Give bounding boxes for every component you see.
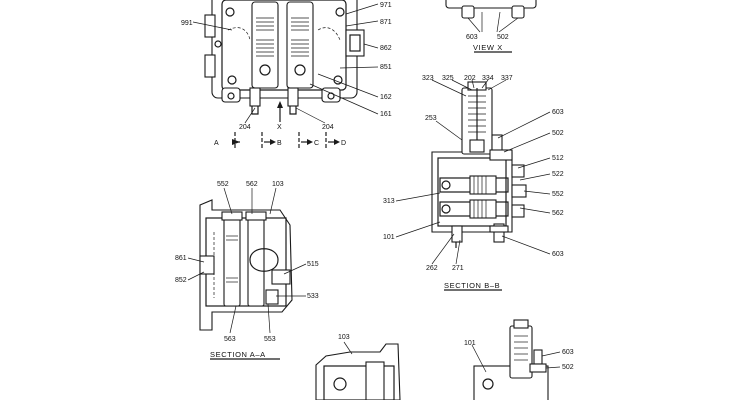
label-section-a: A [214, 140, 219, 147]
bb-label-253: 253 [425, 115, 437, 122]
label-161: 161 [380, 111, 392, 118]
section-markers [232, 132, 340, 150]
label-x: X [277, 124, 282, 131]
bb-label-562: 562 [552, 210, 564, 217]
aa-label-552: 552 [217, 181, 229, 188]
label-862: 862 [380, 45, 392, 52]
aa-label-103: 103 [272, 181, 284, 188]
bottom-label-603: 603 [562, 349, 574, 356]
bb-label-313: 313 [383, 198, 395, 205]
bb-label-271: 271 [452, 265, 464, 272]
label-section-b: B [277, 140, 282, 147]
label-991: 991 [181, 20, 193, 27]
bb-label-101: 101 [383, 234, 395, 241]
label-871: 871 [380, 19, 392, 26]
bottom-label-103: 103 [338, 334, 350, 341]
view-x [445, 0, 537, 53]
connector-204-left [249, 87, 261, 107]
bottom-lug-left [221, 87, 241, 103]
caption-section-aa: SECTION A–A [210, 350, 266, 359]
aa-label-852: 852 [175, 277, 187, 284]
bottom-label-101: 101 [464, 340, 476, 347]
bottom-label-502: 502 [562, 364, 574, 371]
caption-section-bb: SECTION B–B [444, 281, 500, 290]
bottom-lug-right [321, 87, 341, 103]
viewx-label-502: 502 [497, 34, 509, 41]
bb-label-323: 323 [422, 75, 434, 82]
label-204-left: 204 [239, 124, 251, 131]
label-851: 851 [380, 64, 392, 71]
aa-label-562: 562 [246, 181, 258, 188]
spool-left [251, 1, 279, 89]
aa-label-563: 563 [224, 336, 236, 343]
aa-label-533: 533 [307, 293, 319, 300]
label-162: 162 [380, 94, 392, 101]
viewx-label-603: 603 [466, 34, 478, 41]
bottom-left-view [315, 341, 401, 400]
right-plug-inner [349, 34, 361, 52]
label-section-d: D [341, 140, 346, 147]
bb-label-262: 262 [426, 265, 438, 272]
section-aa [187, 187, 307, 360]
bb-label-552: 552 [552, 191, 564, 198]
caption-view-x: VIEW X [473, 43, 503, 52]
left-port-boss-2 [204, 54, 216, 78]
label-204-right: 204 [322, 124, 334, 131]
bb-label-334: 334 [482, 75, 494, 82]
bb-label-337: 337 [501, 75, 513, 82]
label-section-c: C [314, 140, 319, 147]
bb-label-603-bottom: 603 [552, 251, 564, 258]
bb-label-325: 325 [442, 75, 454, 82]
top-view [192, 0, 379, 150]
bb-label-502: 502 [552, 130, 564, 137]
label-971: 971 [380, 2, 392, 9]
aa-label-861: 861 [175, 255, 187, 262]
bb-label-603-top: 603 [552, 109, 564, 116]
section-bb [395, 79, 551, 291]
bb-label-202: 202 [464, 75, 476, 82]
aa-label-553: 553 [264, 336, 276, 343]
bb-label-512: 512 [552, 155, 564, 162]
bb-label-522: 522 [552, 171, 564, 178]
aa-label-515: 515 [307, 261, 319, 268]
right-plug-862 [345, 29, 365, 57]
bottom-right-view [471, 319, 561, 400]
left-port-boss [204, 14, 216, 38]
connector-204-right [287, 87, 299, 107]
spool-right [286, 1, 314, 89]
